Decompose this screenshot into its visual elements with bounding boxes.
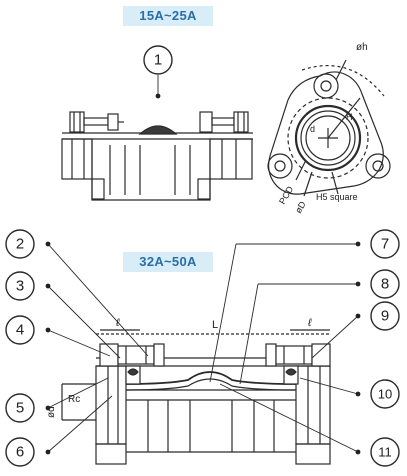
- callout-dots: [45, 93, 361, 455]
- callout-2: 2: [16, 236, 24, 253]
- size-range-small: 15A~25A: [123, 6, 213, 26]
- dim-h: H: [346, 112, 353, 122]
- callout-11: 11: [378, 445, 392, 460]
- callout-1: 1: [154, 52, 162, 69]
- small-coupling-front-view: [267, 59, 391, 197]
- callout-10: 10: [378, 387, 392, 402]
- callout-4: 4: [16, 322, 24, 339]
- callout-3: 3: [16, 278, 24, 295]
- small-coupling-side-view: [61, 111, 253, 201]
- callout-7: 7: [381, 236, 389, 253]
- callout-circles: [5, 45, 400, 467]
- dim-pcd: PCD: [277, 184, 295, 206]
- callout-9: 9: [381, 308, 389, 325]
- large-coupling-section-view: [61, 329, 331, 465]
- dim-inner-d: d: [310, 124, 315, 134]
- dim-square-note: H5 square: [316, 192, 358, 202]
- callout-5: 5: [16, 400, 24, 417]
- dim-outer-diameter: øD: [293, 199, 308, 215]
- dim-left-length: ℓ: [115, 317, 120, 329]
- size-range-large: 32A~50A: [123, 252, 213, 272]
- callout-8: 8: [381, 276, 389, 293]
- dim-overall-length: L: [212, 319, 218, 331]
- callout-6: 6: [16, 444, 24, 461]
- dim-rc-thread: Rc: [68, 394, 80, 405]
- dim-pipe-diameter: ød: [46, 406, 57, 418]
- callout-leaders: [47, 75, 359, 453]
- dim-right-length: ℓ: [307, 317, 312, 329]
- dim-hole-diameter: øh: [356, 42, 368, 53]
